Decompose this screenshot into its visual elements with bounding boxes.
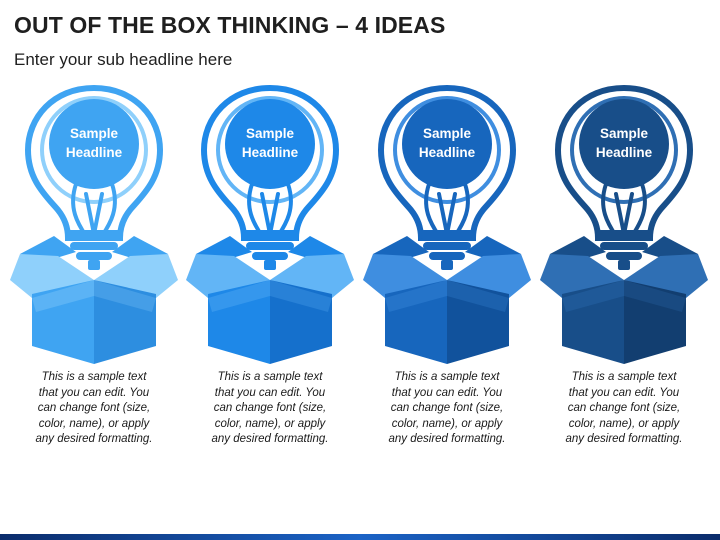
description-line: any desired formatting.	[388, 433, 506, 445]
bulb-in-box-icon	[186, 84, 354, 364]
headline-line: Sample	[69, 126, 119, 141]
description-line: can change font (size,	[390, 402, 504, 414]
description-line: any desired formatting.	[35, 433, 153, 445]
description-line: can change font (size,	[213, 402, 327, 414]
bulb-in-box-icon	[540, 84, 708, 364]
headline-line: Sample	[245, 126, 295, 141]
headline-line: Sample	[422, 126, 472, 141]
idea-description: This is a sample text that you can edit. …	[359, 370, 535, 448]
headline-line: Headline	[241, 145, 299, 160]
description-line: color, name), or apply	[214, 417, 326, 430]
description-line: that you can edit. You	[214, 386, 326, 399]
idea-description: This is a sample text that you can edit. …	[6, 370, 182, 448]
description-line: that you can edit. You	[391, 386, 503, 399]
bulb-in-box-icon	[10, 84, 178, 364]
description-line: This is a sample text	[571, 371, 677, 383]
headline-line: Headline	[595, 145, 653, 160]
description-line: any desired formatting.	[211, 433, 329, 445]
description-line: This is a sample text	[41, 371, 147, 383]
description-line: any desired formatting.	[565, 433, 683, 445]
bulb-in-box-icon	[363, 84, 531, 364]
idea-description: This is a sample text that you can edit. …	[182, 370, 358, 448]
description-line: color, name), or apply	[391, 417, 503, 430]
page-title: OUT OF THE BOX THINKING – 4 IDEAS	[14, 12, 446, 38]
description-line: This is a sample text	[217, 371, 323, 383]
idea-description: This is a sample text that you can edit. …	[536, 370, 712, 448]
headline-line: Headline	[65, 145, 123, 160]
page-subtitle: Enter your sub headline here	[14, 50, 233, 69]
footer-bar	[0, 534, 720, 540]
headline-line: Headline	[418, 145, 476, 160]
description-line: can change font (size,	[37, 402, 151, 414]
headline-line: Sample	[599, 126, 649, 141]
description-line: can change font (size,	[567, 402, 681, 414]
description-line: that you can edit. You	[568, 386, 680, 399]
description-line: color, name), or apply	[38, 417, 150, 430]
description-line: that you can edit. You	[38, 386, 150, 399]
description-line: This is a sample text	[394, 371, 500, 383]
description-line: color, name), or apply	[568, 417, 680, 430]
